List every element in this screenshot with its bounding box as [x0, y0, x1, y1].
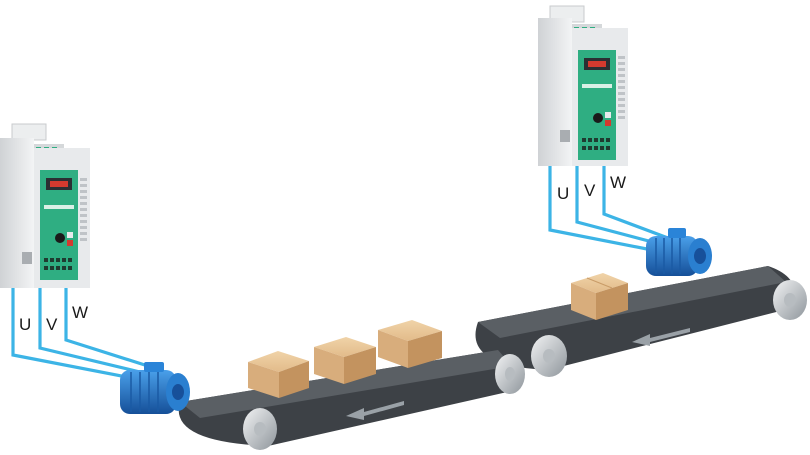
belt-top-surface [180, 350, 512, 418]
phase-label-v-right: V [584, 181, 596, 200]
drive-knob-icon [55, 233, 65, 243]
conveyor-right [475, 266, 807, 377]
phase-label-u-left: U [19, 315, 31, 334]
box-left-2 [314, 337, 376, 384]
drive-knob-icon [593, 113, 603, 123]
phase-labels-right: U V W [557, 173, 626, 203]
phase-label-w-right: W [610, 173, 626, 192]
cable-u-left [11, 287, 133, 380]
box-left-3 [378, 320, 442, 368]
cables-right [548, 163, 669, 252]
conveyor-left [178, 350, 525, 450]
phase-labels-left: U V W [19, 303, 88, 334]
cable-w-right [602, 163, 669, 240]
drive-right [538, 5, 628, 166]
direction-arrow-icon [346, 401, 404, 420]
cable-u-right [548, 163, 653, 252]
motor-right [646, 228, 712, 276]
cable-v-left [38, 287, 141, 374]
cable-v-right [575, 163, 661, 246]
drive-left [0, 123, 90, 288]
box-right-1 [571, 273, 628, 320]
motor-left [120, 362, 190, 414]
phase-label-u-right: U [557, 184, 569, 203]
cable-w-left [64, 287, 149, 368]
belt-top-surface [478, 266, 786, 338]
phase-label-w-left: W [72, 303, 88, 322]
phase-label-v-left: V [46, 315, 58, 334]
cables-left [11, 287, 149, 380]
direction-arrow-icon [632, 328, 690, 346]
box-left-1 [248, 351, 309, 398]
